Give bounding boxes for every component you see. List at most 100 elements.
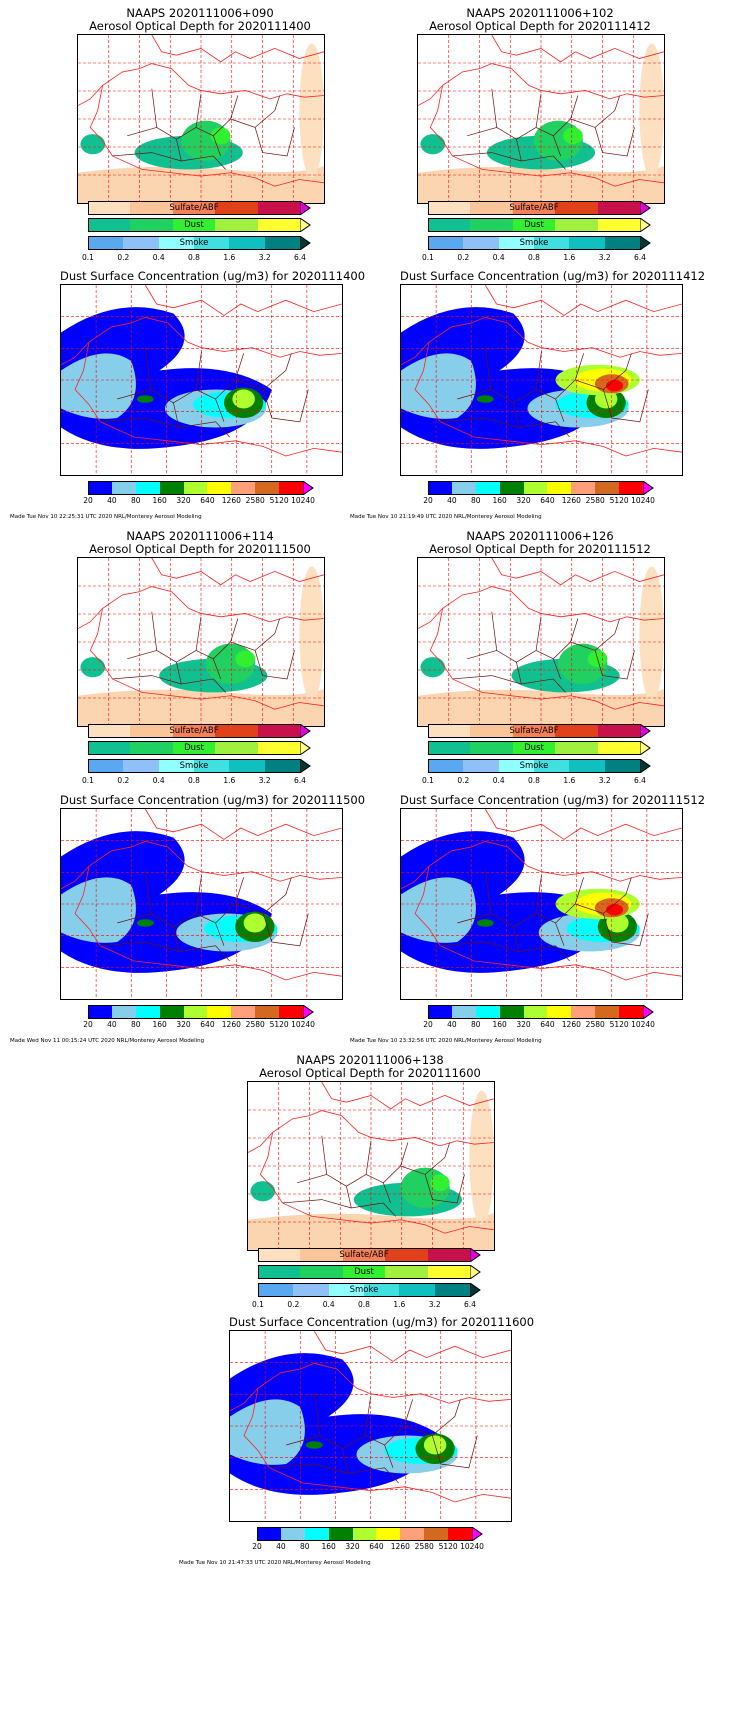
- country-border: [602, 913, 649, 947]
- country-border: [235, 877, 292, 914]
- colorbar-segment: [111, 481, 137, 495]
- colorbar-segment: [470, 741, 514, 755]
- colorbar-segment: [215, 201, 259, 215]
- country-border: [151, 611, 202, 663]
- colorbar-segment: [215, 724, 259, 738]
- country-border: [144, 869, 202, 928]
- colorbar-tick-label: 0.1: [422, 776, 434, 785]
- colorbar-tick-label: 1260: [561, 1020, 581, 1029]
- colorbar-segment: [595, 1005, 620, 1019]
- sulfate-plume: [299, 43, 324, 178]
- country-border: [254, 650, 295, 680]
- colorbar-segment: [569, 236, 606, 250]
- colorbar-tick-label: 0.1: [252, 1300, 264, 1309]
- colorbar-tick-label: 80: [470, 496, 481, 505]
- country-border: [342, 1448, 399, 1484]
- colorbar-extend-arrow: [300, 218, 311, 232]
- panel-title: NAAPS 2020111006+090: [126, 6, 274, 20]
- colorbar-tick-label: 80: [470, 1020, 481, 1029]
- colorbar-segment: [88, 201, 131, 215]
- coastline: [414, 341, 682, 457]
- colorbar-label: Dust: [354, 1267, 374, 1277]
- country-border: [127, 127, 157, 137]
- colorbar-segment: [428, 236, 464, 250]
- colorbar-segment: [604, 236, 641, 250]
- colorbar-tick-label: 0.4: [152, 776, 165, 785]
- colorbar-segment: [451, 1005, 477, 1019]
- panel-title: Dust Surface Concentration (ug/m3) for 2…: [400, 269, 706, 283]
- colorbar-segment: [597, 218, 641, 232]
- colorbar-tick-label: 320: [516, 496, 531, 505]
- colorbar-tick-label: 10240: [291, 1020, 315, 1029]
- colorbar-tick-label: 640: [540, 1020, 555, 1029]
- colorbar-segment: [571, 481, 596, 495]
- colorbar-segment: [88, 236, 124, 250]
- colorbar-segment: [512, 201, 556, 215]
- colorbar-extend-arrow: [470, 1283, 481, 1297]
- country-border: [467, 127, 497, 137]
- panel-title: NAAPS 2020111006+138: [296, 1053, 444, 1067]
- colorbar-segment: [385, 1248, 429, 1262]
- coastline: [89, 85, 324, 187]
- dust-40-contour: [401, 353, 476, 419]
- aod-map-canvas: [248, 1082, 494, 1250]
- country-border: [151, 88, 202, 140]
- colorbar-tick-label: 0.1: [422, 253, 434, 262]
- colorbar-tick-label: 1260: [390, 1542, 410, 1551]
- country-border: [117, 913, 152, 924]
- colorbar-segment: [534, 236, 570, 250]
- country-border: [570, 95, 621, 128]
- colorbar-tick-label: 640: [200, 1020, 215, 1029]
- colorbar-segment: [255, 481, 280, 495]
- country-border: [594, 650, 635, 680]
- colorbar-extend-arrow: [640, 724, 651, 738]
- sulfate-colorbar: Sulfate/ABF: [88, 201, 311, 215]
- coastline: [151, 35, 324, 63]
- country-border: [230, 95, 281, 128]
- dust-map-canvas: [61, 809, 342, 999]
- dust-plume: [420, 657, 446, 678]
- colorbar-segment: [428, 724, 471, 738]
- country-border: [212, 658, 222, 680]
- sulfate-plume: [299, 566, 324, 701]
- colorbar-extend-arrow: [470, 1265, 481, 1279]
- panel-title: NAAPS 2020111006+102: [466, 6, 614, 20]
- colorbar-label: Sulfate/ABF: [169, 726, 219, 736]
- coastline: [484, 809, 682, 840]
- sulfate-plume: [469, 1090, 494, 1225]
- colorbar-segment: [280, 1527, 306, 1541]
- country-border: [552, 135, 562, 157]
- colorbar-segment: [569, 759, 606, 773]
- dust-colorbar: Dust: [428, 741, 651, 755]
- panel-subtitle: Aerosol Optical Depth for 2020111512: [429, 542, 651, 556]
- colorbar-segment: [135, 1005, 161, 1019]
- country-border: [262, 389, 309, 423]
- colorbar-tick-label: 0.8: [188, 253, 200, 262]
- colorbar-segment: [159, 1005, 185, 1019]
- country-border: [262, 913, 309, 947]
- colorbar-label: Smoke: [519, 761, 549, 771]
- country-border: [440, 417, 520, 428]
- coastline: [401, 840, 682, 890]
- colorbar-label: Smoke: [179, 761, 209, 771]
- country-border: [230, 618, 281, 651]
- colorbar-segment: [258, 1283, 294, 1297]
- dust-160-contour: [476, 395, 494, 403]
- country-border: [382, 1182, 392, 1204]
- colorbar-tick-label: 640: [200, 496, 215, 505]
- colorbar-segment: [159, 481, 185, 495]
- colorbar-segment: [523, 481, 548, 495]
- dust-concentration-colorbar: [428, 481, 654, 495]
- colorbar-segment: [428, 481, 453, 495]
- colorbar-segment: [257, 218, 301, 232]
- colorbar-segment: [279, 1005, 304, 1019]
- country-border: [195, 877, 244, 924]
- colorbar-tick-label: 5120: [438, 1542, 458, 1551]
- colorbar-segment: [595, 481, 620, 495]
- dust-map-canvas: [401, 285, 682, 475]
- colorbar-tick-label: 0.2: [287, 1300, 300, 1309]
- colorbar-tick-label: 6.4: [464, 1300, 476, 1309]
- colorbar-extend-arrow: [640, 741, 651, 755]
